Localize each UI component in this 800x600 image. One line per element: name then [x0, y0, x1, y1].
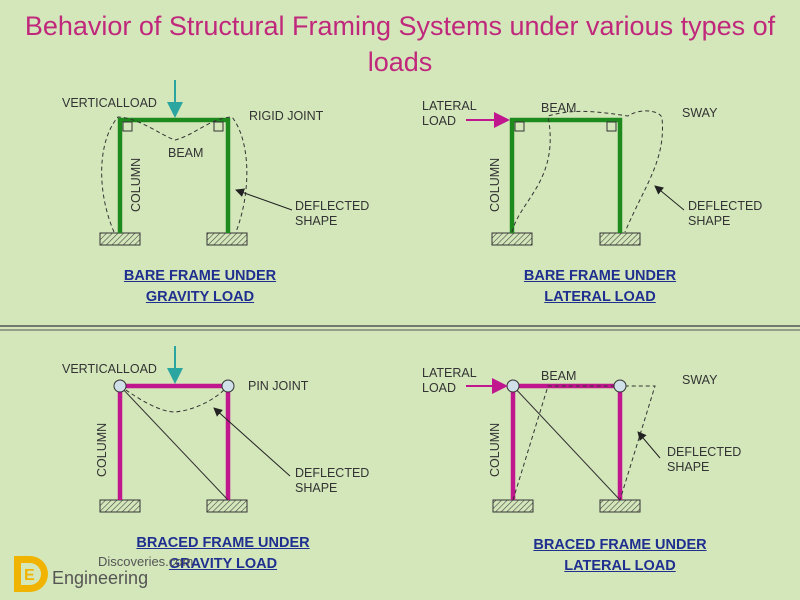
foundation: [491, 232, 533, 246]
beam-label: BEAM: [541, 369, 577, 383]
column-label: COLUMN: [129, 157, 143, 212]
rigid-joint-marker: [606, 121, 617, 132]
lateral-load-label: LATERAL LOAD: [422, 366, 477, 395]
deflected-shape-label: DEFLECTED SHAPE: [295, 199, 370, 228]
deflected-shape: [511, 110, 663, 233]
rigid-joint-marker: [514, 121, 525, 132]
deflected-shape: [512, 385, 656, 501]
deflected-pointer: [213, 407, 291, 477]
beam-label: BEAM: [168, 146, 204, 160]
foundation: [99, 499, 141, 513]
beam-label: BEAM: [541, 101, 577, 115]
deflected-shape: [119, 385, 229, 413]
svg-text:E: E: [24, 567, 35, 584]
pin-joint: [221, 379, 235, 393]
foundation: [99, 232, 141, 246]
caption-bare-lateral: BARE FRAME UNDER LATERAL LOAD: [523, 268, 677, 305]
pin-joint: [613, 379, 627, 393]
watermark-line2: Engineering: [52, 568, 149, 588]
foundation: [492, 499, 534, 513]
logo-icon: E: [14, 556, 48, 592]
pin-joint: [506, 379, 520, 393]
sway-label: SWAY: [682, 373, 718, 387]
deflected-shape: [101, 116, 248, 233]
bare-frame-gravity: [99, 80, 293, 246]
deflected-pointer: [637, 431, 661, 459]
caption-braced-lateral: BRACED FRAME UNDER LATERAL LOAD: [533, 537, 707, 574]
column-label: COLUMN: [95, 422, 109, 477]
frame: [117, 383, 231, 500]
frame: [509, 117, 623, 233]
brace: [512, 385, 621, 501]
bare-frame-lateral: [466, 110, 685, 246]
vertical-load-label: VERTICALLOAD: [62, 96, 157, 110]
column-label: COLUMN: [488, 422, 502, 477]
rigid-joint-marker: [122, 121, 133, 132]
deflected-pointer: [235, 188, 293, 211]
deflected-pointer: [654, 185, 685, 211]
foundation: [599, 499, 641, 513]
sway-label: SWAY: [682, 106, 718, 120]
page-title: Behavior of Structural Framing Systems u…: [24, 11, 776, 77]
braced-frame-gravity: [99, 346, 291, 513]
rigid-joint-label: RIGID JOINT: [249, 109, 324, 123]
pin-joint: [113, 379, 127, 393]
deflected-shape-label: DEFLECTED SHAPE: [295, 466, 370, 495]
rigid-joint-marker: [213, 121, 224, 132]
vertical-load-label: VERTICALLOAD: [62, 362, 157, 376]
column-label: COLUMN: [488, 157, 502, 212]
foundation: [599, 232, 641, 246]
braced-frame-lateral: [466, 378, 661, 513]
watermark-line1: Discoveries.com: [98, 554, 194, 569]
deflected-shape-label: DEFLECTED SHAPE: [667, 445, 742, 474]
lateral-load-label: LATERAL LOAD: [422, 99, 477, 128]
foundation: [206, 232, 248, 246]
caption-bare-gravity: BARE FRAME UNDER GRAVITY LOAD: [123, 268, 277, 305]
foundation: [206, 499, 248, 513]
brace: [119, 385, 229, 501]
pin-joint-label: PIN JOINT: [248, 379, 309, 393]
caption-braced-gravity: BRACED FRAME UNDER GRAVITY LOAD: [136, 535, 310, 572]
frame: [510, 383, 623, 500]
frame: [117, 117, 231, 233]
deflected-shape-label: DEFLECTED SHAPE: [688, 199, 763, 228]
